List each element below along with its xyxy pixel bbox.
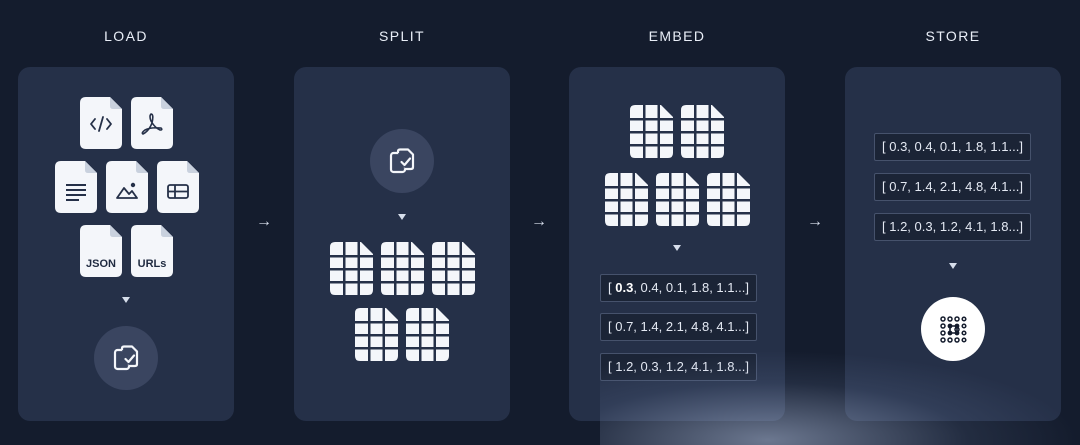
stage-title-split: SPLIT	[379, 28, 425, 44]
vector-store-icon	[921, 297, 985, 361]
embedding-vector: [ 0.7, 1.4, 2.1, 4.8, 4.1...]	[600, 313, 757, 341]
urls-file-icon: URLs	[131, 225, 173, 277]
load-panel: JSON URLs	[18, 67, 234, 421]
vector-rest: 0.7, 1.4, 2.1, 4.8, 4.1...]	[615, 319, 749, 334]
stored-vector: [ 1.2, 0.3, 1.2, 4.1, 1.8...]	[874, 213, 1031, 241]
split-panel	[294, 67, 510, 421]
stage-title-store: STORE	[925, 28, 981, 44]
arrow-load-split: →	[256, 213, 272, 230]
vector-prefix: [	[608, 280, 616, 295]
embed-panel: [ 0.3, 0.4, 0.1, 1.8, 1.1...] [ 0.7, 1.4…	[569, 67, 785, 421]
stage-title-load: LOAD	[104, 28, 148, 44]
chunk-grid-icon	[381, 242, 424, 295]
chunk-grid-icon	[432, 242, 475, 295]
code-file-icon	[80, 97, 122, 149]
chunk-grid-icon	[330, 242, 373, 295]
caret-down-icon	[671, 244, 683, 252]
vector-rest: , 0.4, 0.1, 1.8, 1.1...]	[633, 280, 749, 295]
json-label: JSON	[86, 258, 116, 270]
arrow-split-embed: →	[531, 213, 547, 230]
embedding-vector: [ 0.3, 0.4, 0.1, 1.8, 1.1...]	[600, 274, 757, 302]
chunk-grid-icon	[630, 105, 673, 158]
table-file-icon	[157, 161, 199, 213]
stage-title-embed: EMBED	[648, 28, 706, 44]
documents-icon	[94, 326, 158, 390]
caret-down-icon	[947, 262, 959, 270]
stored-vector: [ 0.3, 0.4, 0.1, 1.8, 1.1...]	[874, 133, 1031, 161]
store-panel: [ 0.3, 0.4, 0.1, 1.8, 1.1...] [ 0.7, 1.4…	[845, 67, 1061, 421]
image-file-icon	[106, 161, 148, 213]
chunk-grid-icon	[605, 173, 648, 226]
vector-rest: 1.2, 0.3, 1.2, 4.1, 1.8...]	[615, 359, 749, 374]
vector-highlight: 0.3	[615, 280, 634, 295]
chunk-grid-icon	[656, 173, 699, 226]
pdf-file-icon	[131, 97, 173, 149]
documents-icon	[370, 129, 434, 193]
arrow-embed-store: →	[807, 213, 823, 230]
urls-label: URLs	[137, 258, 167, 270]
embedding-vector: [ 1.2, 0.3, 1.2, 4.1, 1.8...]	[600, 353, 757, 381]
chunk-grid-icon	[355, 308, 398, 361]
text-file-icon	[55, 161, 97, 213]
chunk-grid-icon	[681, 105, 724, 158]
chunk-grid-icon	[707, 173, 750, 226]
chunk-grid-icon	[406, 308, 449, 361]
caret-down-icon	[120, 296, 132, 304]
json-file-icon: JSON	[80, 225, 122, 277]
caret-down-icon	[396, 213, 408, 221]
vector-prefix: [	[608, 319, 616, 334]
stored-vector: [ 0.7, 1.4, 2.1, 4.8, 4.1...]	[874, 173, 1031, 201]
